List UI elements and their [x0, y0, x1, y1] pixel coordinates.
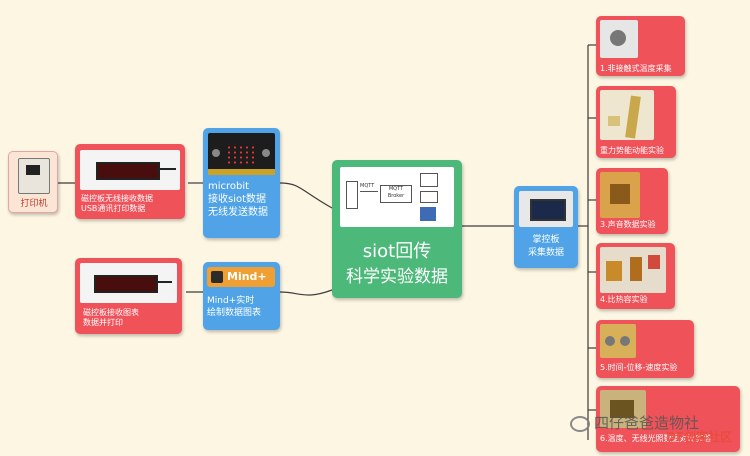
experiment-3-node: 3.声音数据实验	[596, 168, 668, 234]
led-board-2-image	[80, 263, 177, 303]
microbit-image	[208, 133, 275, 175]
experiment-5-image	[600, 324, 636, 358]
led-board-1-caption: 磁控板无线接收数据 USB通讯打印数据	[81, 194, 153, 213]
experiment-5-label: 5.时间-位移-速度实验	[600, 363, 678, 372]
experiment-4-node: 4.比热容实验	[596, 243, 675, 309]
controller-caption: 掌控板 采集数据	[527, 235, 564, 258]
experiment-6-label: 6.温度、无线光照数据对比实验	[600, 434, 712, 443]
led-board-1-image	[80, 150, 180, 190]
watermark: 四仔爸爸造物社 DF创客社区	[570, 412, 746, 448]
microbit-caption: microbit 接收siot数据 无线发送数据	[208, 181, 268, 218]
center-title: siot回传	[362, 241, 432, 262]
experiment-6-node: 6.温度、无线光照数据对比实验	[596, 386, 740, 452]
controller-node: 掌控板 采集数据	[514, 186, 578, 268]
mindplus-logo-text: Mind+	[227, 270, 267, 283]
mqtt-tag: MQTT	[360, 183, 375, 189]
experiment-5-node: 5.时间-位移-速度实验	[596, 320, 694, 378]
printer-label: 打印机	[20, 199, 48, 209]
controller-image	[519, 191, 573, 227]
experiment-1-label: 1.非接触式温度采集	[600, 64, 672, 73]
experiment-6-image	[600, 390, 646, 428]
wechat-icon	[570, 416, 590, 432]
experiment-4-label: 4.比热容实验	[600, 295, 648, 304]
led-board-2-caption: 磁控板接收图表 数据并打印	[83, 308, 139, 327]
experiment-1-image	[600, 20, 638, 58]
watermark-text: 四仔爸爸造物社	[594, 414, 700, 432]
mindplus-logo: Mind+	[207, 267, 275, 287]
mindplus-caption: Mind+实时 绘制数据图表	[207, 296, 262, 318]
mindplus-node: Mind+ Mind+实时 绘制数据图表	[203, 262, 280, 330]
experiment-3-label: 3.声音数据实验	[600, 220, 656, 229]
experiment-1-node: 1.非接触式温度采集	[596, 16, 685, 76]
center-subtitle: 科学实验数据	[346, 267, 448, 287]
microbit-node: microbit 接收siot数据 无线发送数据	[203, 128, 280, 238]
experiment-2-image	[600, 90, 654, 140]
led-board-2-node: 磁控板接收图表 数据并打印	[75, 258, 182, 334]
experiment-2-node: 重力势能动能实验	[596, 86, 676, 158]
printer-image	[18, 158, 50, 194]
experiment-2-label: 重力势能动能实验	[600, 146, 664, 155]
center-node: MQTT MQTT Broker siot回传 科学实验数据	[332, 160, 462, 298]
mqtt-broker-label: MQTT Broker	[380, 185, 412, 203]
printer-node: 打印机	[8, 151, 58, 213]
led-board-1-node: 磁控板无线接收数据 USB通讯打印数据	[75, 144, 185, 219]
experiment-4-image	[600, 247, 666, 293]
watermark-sub: DF创客社区	[666, 430, 733, 444]
experiment-3-image	[600, 172, 640, 218]
mqtt-diagram: MQTT MQTT Broker	[340, 167, 454, 227]
